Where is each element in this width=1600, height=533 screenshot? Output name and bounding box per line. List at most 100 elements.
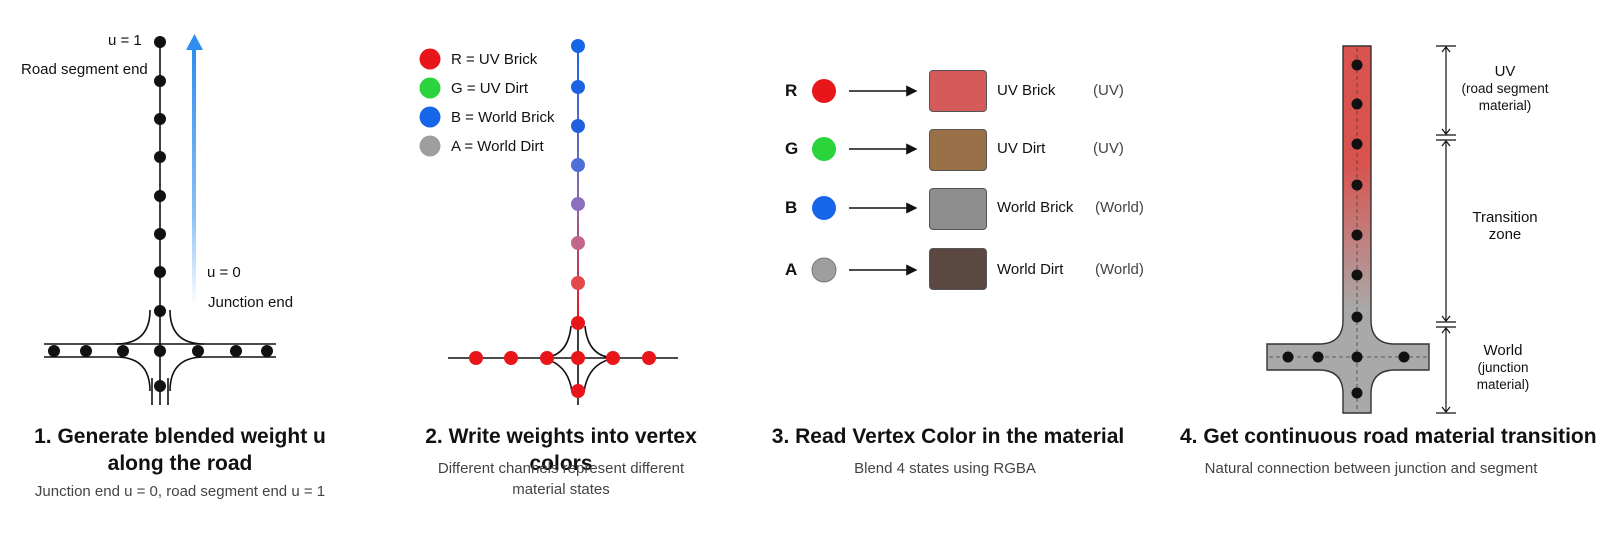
swatch-uv-brick bbox=[929, 70, 987, 112]
material-label-world-brick: World Brick bbox=[997, 199, 1074, 216]
vertex-dot bbox=[571, 158, 585, 172]
zone-uv-title: UV bbox=[1494, 63, 1516, 80]
legend-dot-b bbox=[419, 106, 441, 128]
vertex-dot bbox=[1312, 351, 1324, 363]
panel4-vertices bbox=[1282, 59, 1410, 399]
zone-dimension-lines bbox=[1436, 45, 1456, 414]
vertex-dot bbox=[1398, 351, 1410, 363]
panel1-road-lines bbox=[44, 42, 276, 405]
u1-label: u = 1 bbox=[108, 32, 142, 49]
vertex-dot bbox=[261, 345, 273, 357]
vertex-dot bbox=[154, 266, 166, 278]
u-direction-arrowhead bbox=[186, 34, 203, 50]
vertex-dot bbox=[1351, 311, 1363, 323]
vertex-dot bbox=[154, 380, 166, 392]
kind-label-world: (World) bbox=[1095, 199, 1144, 216]
vertex-dot bbox=[571, 80, 585, 94]
channel-dot-a bbox=[811, 257, 837, 283]
zone-uv-label: UV (road segment material) bbox=[1450, 63, 1560, 114]
panel2-title: 2. Write weights into vertex colors bbox=[425, 425, 697, 475]
vertex-dot bbox=[230, 345, 242, 357]
legend-label-g: G = UV Dirt bbox=[451, 80, 529, 97]
u-direction-arrow-shaft bbox=[192, 48, 196, 306]
vertex-dot bbox=[1351, 269, 1363, 281]
material-label-world-dirt: World Dirt bbox=[997, 261, 1064, 278]
vertex-dot bbox=[469, 351, 483, 365]
vertex-dot bbox=[154, 345, 166, 357]
vertex-dot bbox=[1351, 98, 1363, 110]
kind-label-world: (World) bbox=[1095, 261, 1144, 278]
panel3-title: 3. Read Vertex Color in the material bbox=[771, 425, 1125, 448]
legend-label-b: B = World Brick bbox=[451, 109, 555, 126]
panel2-subtitle: Different channels represent different m… bbox=[437, 460, 685, 498]
channel-dot-g bbox=[812, 137, 836, 161]
channel-arrows bbox=[849, 85, 918, 276]
channel-dot-b bbox=[812, 196, 836, 220]
vertex-dot bbox=[1351, 387, 1363, 399]
vertex-dot bbox=[154, 36, 166, 48]
vertex-dot bbox=[154, 228, 166, 240]
vertex-dot bbox=[504, 351, 518, 365]
vertex-dot bbox=[571, 119, 585, 133]
vertex-dot bbox=[1282, 351, 1294, 363]
vertex-dot bbox=[606, 351, 620, 365]
legend-dot-r bbox=[419, 48, 441, 70]
swatch-uv-dirt bbox=[929, 129, 987, 171]
legend-dot-g bbox=[419, 77, 441, 99]
vertex-dot bbox=[1351, 229, 1363, 241]
vertex-dot bbox=[540, 351, 554, 365]
legend-dot-a bbox=[419, 135, 441, 157]
vertex-dot bbox=[80, 345, 92, 357]
zone-world-title: World bbox=[1483, 342, 1523, 359]
zone-uv-subtitle: (road segment material) bbox=[1461, 81, 1549, 113]
legend-label-r: R = UV Brick bbox=[451, 51, 538, 68]
kind-label-uv: (UV) bbox=[1093, 82, 1124, 99]
vertex-dot bbox=[571, 384, 585, 398]
junction-end-label: Junction end bbox=[208, 294, 294, 311]
panel1-title: 1. Generate blended weight u along the r… bbox=[34, 425, 326, 475]
legend-label-a: A = World Dirt bbox=[451, 138, 544, 155]
u0-label: u = 0 bbox=[207, 264, 241, 281]
road-surface bbox=[1266, 45, 1430, 414]
panel2-graphic bbox=[419, 39, 678, 405]
vertex-dot bbox=[154, 305, 166, 317]
vertex-dot bbox=[571, 197, 585, 211]
vertex-dot bbox=[154, 151, 166, 163]
vertex-dot bbox=[1351, 59, 1363, 71]
vertex-dot bbox=[571, 236, 585, 250]
vertex-dot bbox=[1351, 179, 1363, 191]
zone-world-label: World (junction material) bbox=[1458, 342, 1548, 393]
panel3-subtitle: Blend 4 states using RGBA bbox=[854, 460, 1036, 477]
channel-letter-g: G bbox=[785, 139, 799, 158]
zone-world-subtitle: (junction material) bbox=[1476, 360, 1530, 392]
vertex-dot bbox=[642, 351, 656, 365]
material-label-uv-brick: UV Brick bbox=[997, 82, 1056, 99]
panel4-subtitle: Natural connection between junction and … bbox=[1204, 460, 1538, 477]
material-label-uv-dirt: UV Dirt bbox=[997, 140, 1046, 157]
channel-letter-r: R bbox=[785, 81, 798, 100]
vertex-dot bbox=[117, 345, 129, 357]
vertex-dot bbox=[1351, 138, 1363, 150]
panel1-vertices bbox=[48, 36, 273, 392]
vertex-dot bbox=[154, 113, 166, 125]
panel2-road-lines bbox=[448, 324, 678, 405]
swatch-world-dirt bbox=[929, 248, 987, 290]
vertex-dot bbox=[48, 345, 60, 357]
vertex-dot bbox=[154, 190, 166, 202]
vertex-line bbox=[577, 46, 579, 324]
vertex-dot bbox=[1351, 351, 1363, 363]
kind-label-uv: (UV) bbox=[1093, 140, 1124, 157]
vertex-dot bbox=[154, 75, 166, 87]
legend-dots bbox=[419, 48, 441, 157]
panel1-subtitle: Junction end u = 0, road segment end u =… bbox=[34, 483, 326, 500]
panel4-graphic bbox=[1266, 45, 1456, 414]
vertex-dot bbox=[571, 316, 585, 330]
swatch-world-brick bbox=[929, 188, 987, 230]
channel-letter-a: A bbox=[785, 260, 798, 279]
panel3-graphic bbox=[811, 79, 918, 283]
vertex-dot bbox=[571, 351, 585, 365]
vertex-dot bbox=[571, 276, 585, 290]
panel1-graphic bbox=[44, 34, 276, 405]
channel-dot-r bbox=[812, 79, 836, 103]
